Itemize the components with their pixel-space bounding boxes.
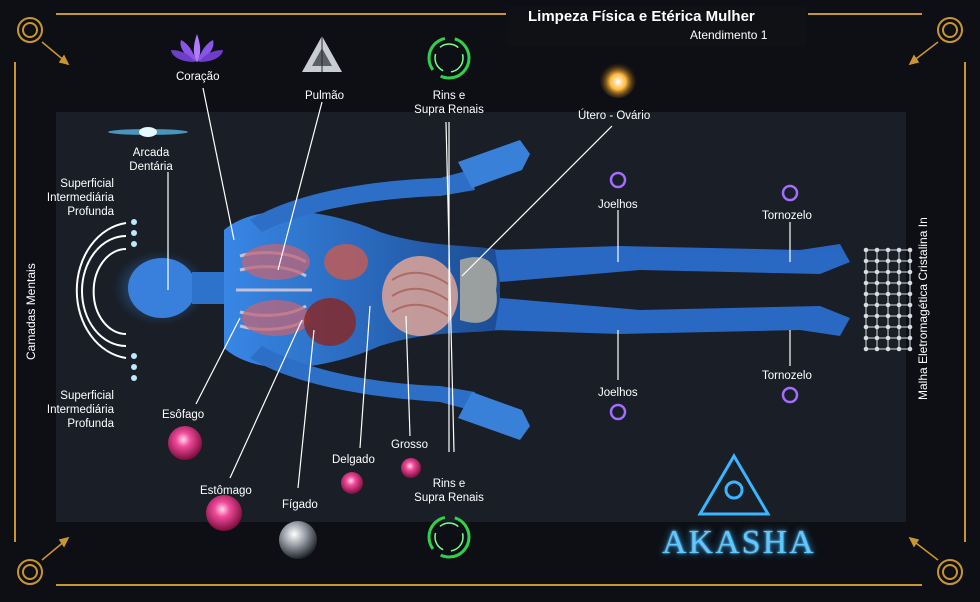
akasha-eye-triangle-icon xyxy=(697,453,771,516)
leader-lines xyxy=(167,87,791,489)
label-arcada-line2: Dentária xyxy=(129,161,173,173)
label-arcada-line1: Arcada xyxy=(132,147,170,159)
label-rins-bottom: Rins e Supra Renais xyxy=(412,477,486,505)
label-rins-bottom-line2: Supra Renais xyxy=(414,492,484,504)
label-grosso: Grosso xyxy=(391,439,429,451)
label-tornozelo-top: Tornozelo xyxy=(762,210,812,222)
label-delgado: Delgado xyxy=(332,454,375,466)
silver-sphere-icon xyxy=(279,521,317,559)
corner-ornament-icon xyxy=(17,17,963,585)
violet-ring-icon xyxy=(609,171,799,421)
label-joelhos-bottom: Joelhos xyxy=(598,387,638,399)
label-tornozelo-bottom: Tornozelo xyxy=(762,370,812,382)
lotus-icon xyxy=(171,34,223,62)
label-figado: Fígado xyxy=(282,499,318,511)
layer-dots xyxy=(131,219,137,381)
label-rins-bottom-line1: Rins e xyxy=(432,478,466,490)
label-esofago: Esôfago xyxy=(162,409,205,421)
label-rins-top-line2: Supra Renais xyxy=(414,104,484,116)
label-arcada: Arcada Dentária xyxy=(129,146,173,174)
label-coracao: Coração xyxy=(176,71,220,83)
pink-sphere-icon xyxy=(168,426,421,531)
label-top-layer-2: Intermediária xyxy=(46,192,114,204)
gold-border xyxy=(14,13,966,586)
label-top-layers: Superficial Intermediária Profunda xyxy=(40,177,114,219)
label-utero: Útero - Ovário xyxy=(578,110,651,122)
label-top-layer-3: Profunda xyxy=(67,206,114,218)
human-body-illustration xyxy=(112,140,850,440)
triangle-merkaba-icon xyxy=(302,36,342,72)
corner-arrow-icon xyxy=(41,41,939,561)
crystalline-grid-icon xyxy=(863,247,913,352)
header-box xyxy=(508,6,806,46)
label-bottom-layer-3: Profunda xyxy=(67,418,114,430)
label-rins-top-line1: Rins e xyxy=(432,90,466,102)
label-bottom-layer-1: Superficial xyxy=(60,390,114,402)
green-ring-icon xyxy=(427,36,471,559)
label-estomago: Estômago xyxy=(200,485,252,497)
arcada-light-icon xyxy=(108,127,188,137)
label-camadas-mentais: Camadas Mentais xyxy=(24,263,38,360)
label-malha: Malha Eletromagética Cristalina In xyxy=(916,217,930,400)
page-title: Limpeza Física e Etérica Mulher xyxy=(528,8,755,25)
label-top-layer-1: Superficial xyxy=(60,178,114,190)
page-subtitle: Atendimento 1 xyxy=(690,28,768,42)
label-bottom-layers: Superficial Intermediária Profunda xyxy=(40,389,114,431)
label-rins-top: Rins e Supra Renais xyxy=(412,89,486,117)
label-joelhos-top: Joelhos xyxy=(598,199,638,211)
label-pulmao: Pulmão xyxy=(305,90,344,102)
flame-icon xyxy=(600,62,636,98)
label-bottom-layer-2: Intermediária xyxy=(46,404,114,416)
akasha-logo-text: Akasha xyxy=(662,524,816,561)
mental-layers-arcs xyxy=(75,222,127,359)
